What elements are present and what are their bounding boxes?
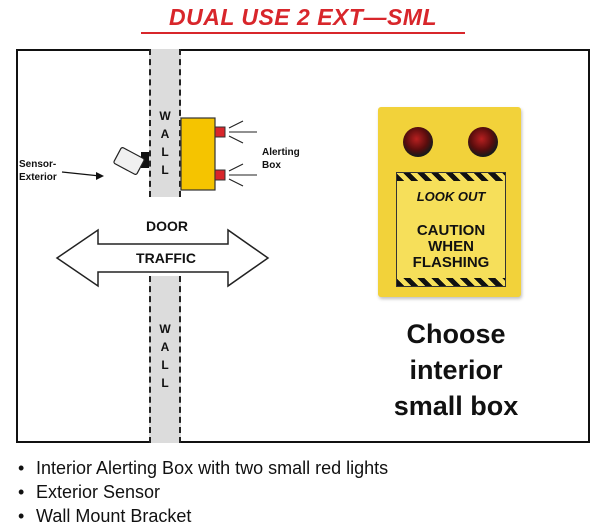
red-light-icon xyxy=(403,127,433,157)
wall-bottom: W A L L xyxy=(149,276,181,443)
wall-letter: L xyxy=(161,376,169,390)
wall-letter: L xyxy=(161,145,169,159)
caution-text: CAUTION WHEN FLASHING xyxy=(397,223,505,271)
wall-letter: W xyxy=(159,109,171,123)
choose-line: Choose xyxy=(406,319,506,349)
look-out-logo: LOOK OUT xyxy=(416,189,486,204)
sensor-label: Sensor- Exterior xyxy=(19,158,57,184)
page-title: DUAL USE 2 EXT—SML xyxy=(169,4,437,30)
wall-label-bottom: W A L L xyxy=(151,320,179,392)
feature-item: Interior Alerting Box with two small red… xyxy=(18,456,388,480)
light-rays-lower xyxy=(228,163,257,187)
alerting-label-line: Box xyxy=(262,160,281,171)
light-rays-upper xyxy=(228,120,257,144)
traffic-label: TRAFFIC xyxy=(136,250,196,266)
door-label: DOOR xyxy=(146,218,188,234)
sensor-pointer-arrowhead xyxy=(96,172,104,180)
wall-letter: A xyxy=(160,340,170,354)
caution-panel: LOOK OUT CAUTION WHEN FLASHING xyxy=(396,172,506,287)
wall-letter: L xyxy=(161,163,169,177)
wall-letter: A xyxy=(160,127,170,141)
alerting-box-label: Alerting Box xyxy=(262,146,300,172)
exterior-sensor xyxy=(113,147,145,175)
interior-alert-box-photo: LOOK OUT CAUTION WHEN FLASHING xyxy=(378,107,521,297)
traffic-arrow xyxy=(55,228,270,288)
alerting-box xyxy=(180,117,216,191)
wall-label-top: W A L L xyxy=(151,107,179,179)
alerting-label-line: Alerting xyxy=(262,147,300,158)
caution-line: WHEN xyxy=(428,238,474,255)
hazard-stripe xyxy=(397,278,505,286)
wall-letter: W xyxy=(159,322,171,336)
red-light-icon xyxy=(468,127,498,157)
wall-top: W A L L xyxy=(149,49,181,197)
caution-line: FLASHING xyxy=(412,254,490,271)
red-light-lower xyxy=(214,169,226,181)
feature-item: Wall Mount Bracket xyxy=(18,504,388,528)
red-light-upper xyxy=(214,126,226,138)
choose-line: small box xyxy=(393,391,519,421)
wall-letter: L xyxy=(161,358,169,372)
diagram-frame xyxy=(16,49,590,443)
sensor-label-line: Sensor- xyxy=(19,159,57,170)
choose-line: interior xyxy=(409,355,503,385)
sensor-pointer-line xyxy=(61,171,101,177)
feature-list: Interior Alerting Box with two small red… xyxy=(18,456,388,528)
feature-item: Exterior Sensor xyxy=(18,480,388,504)
hazard-stripe xyxy=(397,173,505,181)
sensor-bracket xyxy=(141,152,149,168)
caution-line: CAUTION xyxy=(416,222,486,239)
sensor-label-line: Exterior xyxy=(19,172,57,183)
title-underline xyxy=(141,32,465,34)
choose-heading: Choose interior small box xyxy=(356,316,556,424)
